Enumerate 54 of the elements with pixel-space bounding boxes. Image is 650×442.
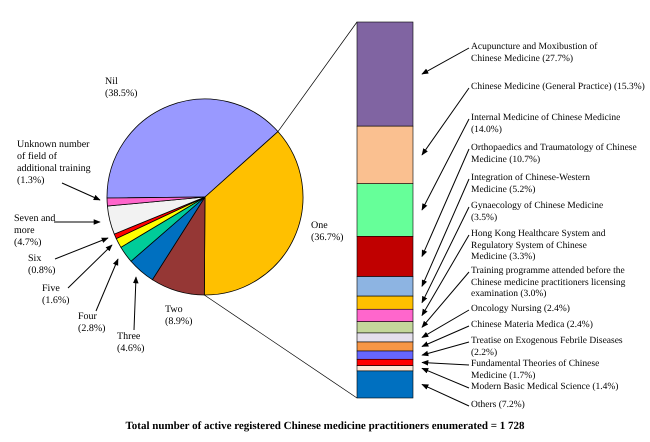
leader-arrow [422, 178, 470, 287]
segment-label: Internal Medicine of Chinese Medicine (14.0%) [471, 113, 621, 136]
slice-label: Five (1.6%) [42, 283, 70, 307]
segment-label: Modern Basic Medical Science (1.4%) [471, 382, 649, 394]
bar-segment [356, 358, 414, 366]
leader-arrow [422, 234, 470, 316]
bar-segment [356, 126, 414, 184]
segment-label: Oncology Nursing (2.4%) [471, 304, 641, 316]
leader-arrow [422, 118, 470, 211]
segment-label: Orthopaedics and Traumatology of Chinese Medicine (10.7%) [471, 143, 641, 166]
leader-arrow [422, 148, 470, 258]
leader-arrow [421, 360, 470, 366]
segment-label: Training programme attended before the Chinese medicine practitioners licensing examination (3.0%) [471, 266, 631, 300]
slice-label: Seven and more (4.7%) [14, 213, 56, 249]
bar-segment [356, 321, 414, 334]
bar-segment [356, 183, 414, 237]
leader-arrow [421, 326, 470, 347]
segment-label: Integration of Chinese-Western Medicine (5.2%) [471, 173, 621, 196]
bar-segment [356, 276, 414, 296]
leader-arrow [422, 272, 470, 328]
segment-label: Fundamental Theories of Chinese Medicine (1.7%) [471, 359, 631, 382]
slice-label: Three (4.6%) [117, 331, 146, 355]
bar-segment [356, 296, 414, 310]
bar-segment [356, 332, 414, 342]
leader-arrow [421, 48, 470, 75]
leader-arrow [421, 384, 470, 406]
leader-arrow [422, 88, 470, 156]
leader-arrow [421, 368, 470, 388]
bar-segment [356, 370, 414, 398]
connector-line [278, 22, 358, 132]
connector-line [204, 294, 358, 398]
leader-arrow [421, 342, 470, 356]
bar-segment [356, 22, 414, 126]
leader-arrow [422, 206, 470, 304]
segment-label: Acupuncture and Moxibustion of Chinese Medicine (27.7%) [471, 42, 621, 65]
segment-label: Hong Kong Healthcare System and Regulatory System of Chinese Medicine (3.3%) [471, 229, 621, 264]
slice-label: One (36.7%) [311, 220, 344, 244]
segment-label: Chinese Materia Medica (2.4%) [471, 320, 641, 332]
slice-label: Unknown number of field of additional training (1.3%) [17, 139, 92, 187]
stacked-bar [356, 22, 414, 398]
segment-label: Gynaecology of Chinese Medicine (3.5%) [471, 201, 631, 224]
bar-segment [356, 350, 414, 360]
slice-label: Six (0.8%) [28, 253, 56, 277]
segment-label: Chinese Medicine (General Practice) (15.3%) [471, 82, 646, 94]
bar-segment [356, 342, 414, 352]
bar-segment [356, 308, 414, 322]
slice-label: Two (8.9%) [165, 304, 194, 328]
slice-label: Four (2.8%) [78, 311, 106, 335]
segment-label: Treatise on Exogenous Febrile Diseases (2.2%) [471, 336, 649, 359]
slice-label: Nil (38.5%) [105, 76, 138, 100]
segment-label: Others (7.2%) [471, 400, 641, 412]
caption: Total number of active registered Chinese medicine practitioners enumerated = 1 728 [124, 420, 526, 433]
leader-arrow [421, 310, 470, 338]
bar-segment [356, 236, 414, 277]
